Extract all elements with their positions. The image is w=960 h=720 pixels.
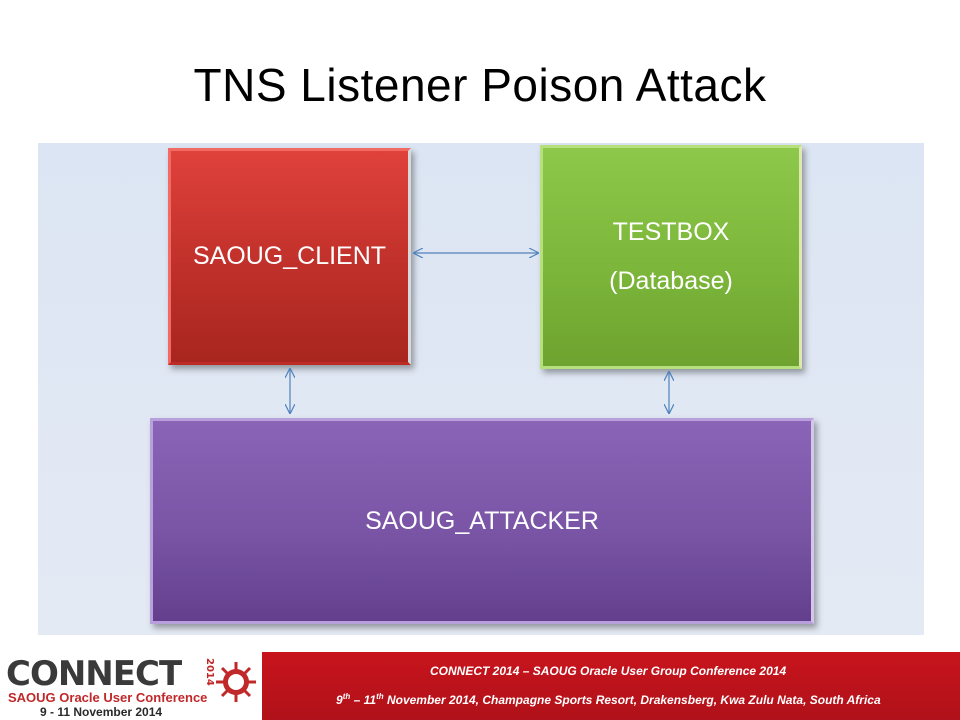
client-node: SAOUG_CLIENT [168, 148, 411, 365]
testbox-node: TESTBOX (Database) [540, 145, 802, 369]
logo-subtitle: SAOUG Oracle User Conference [8, 690, 208, 705]
connect-logo: CONNECT 2014 SAOUG Oracle User Conferenc… [0, 652, 262, 720]
banner-line-2: 9th – 11th November 2014, Champagne Spor… [336, 692, 881, 707]
client-label: SAOUG_CLIENT [192, 242, 387, 270]
slide-title: TNS Listener Poison Attack [193, 59, 767, 111]
logo-dates: 9 - 11 November 2014 [40, 705, 163, 719]
conference-banner: CONNECT 2014 – SAOUG Oracle User Group C… [262, 652, 960, 720]
testbox-sublabel: (Database) [609, 267, 733, 295]
burst-icon [216, 662, 256, 702]
banner-line-1: CONNECT 2014 – SAOUG Oracle User Group C… [430, 664, 787, 678]
footer: CONNECT 2014 SAOUG Oracle User Conferenc… [0, 652, 960, 720]
logo-year: 2014 [204, 658, 215, 686]
logo-word: CONNECT [6, 654, 182, 694]
attacker-label: SAOUG_ATTACKER [365, 506, 599, 535]
attacker-node: SAOUG_ATTACKER [150, 418, 814, 624]
testbox-label: TESTBOX [612, 218, 730, 246]
